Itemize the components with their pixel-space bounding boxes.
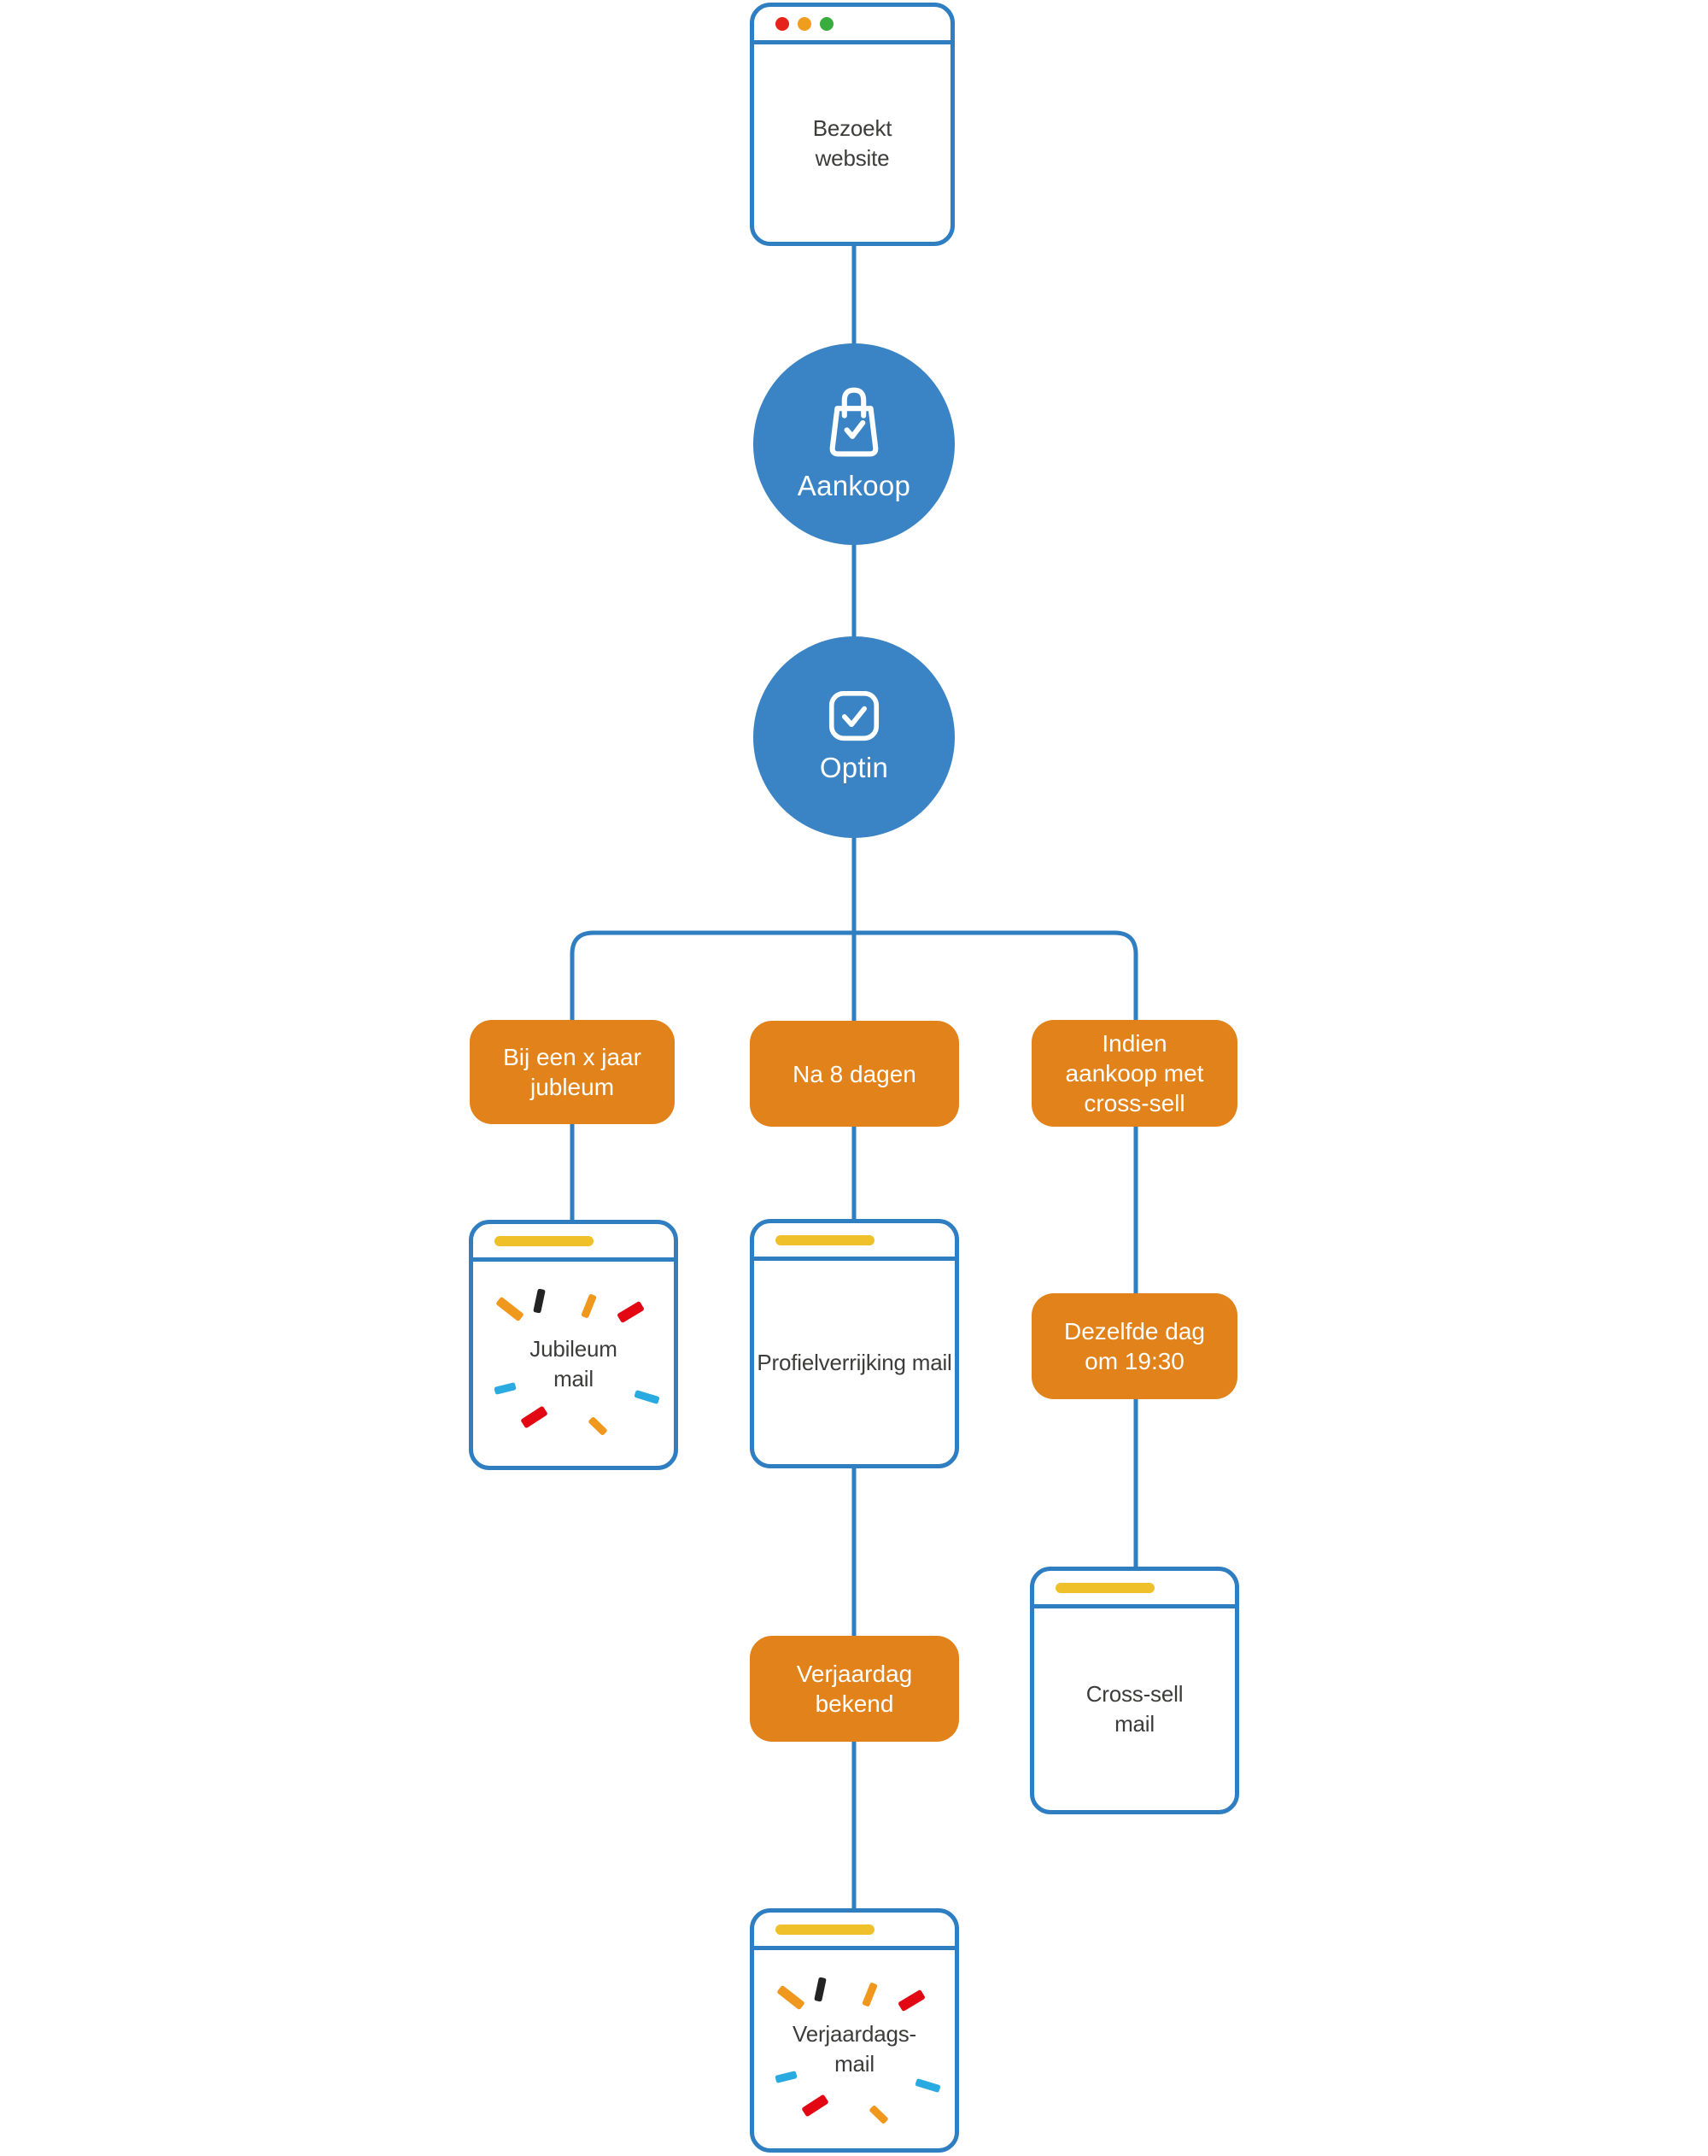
browser-titlebar <box>1034 1571 1235 1608</box>
condition-cross-sell-label: Indien aankoop met cross-sell <box>1065 1030 1204 1116</box>
condition-verjaardag-bekend-label: Verjaardag bekend <box>796 1661 913 1717</box>
node-profielverrijking-mail-label: Profielverrijking mail <box>757 1349 952 1375</box>
confetti-icon <box>634 1389 660 1405</box>
address-bar <box>775 1234 874 1245</box>
confetti-icon <box>862 1982 878 2007</box>
node-jubileum-mail: Jubileum mail <box>469 1220 678 1470</box>
browser-titlebar <box>754 7 951 44</box>
condition-jubileum: Bij een x jaar jubleum <box>470 1020 675 1124</box>
node-visit-website-label: Bezoekt website <box>812 114 892 171</box>
window-dot-green-icon <box>820 16 834 31</box>
condition-na-8-dagen: Na 8 dagen <box>750 1021 959 1127</box>
address-bar <box>775 1924 874 1935</box>
node-aankoop: Aankoop <box>753 343 955 545</box>
confetti-icon <box>776 1984 805 2011</box>
confetti-icon <box>898 1989 926 2012</box>
confetti-icon <box>581 1293 597 1319</box>
confetti-icon <box>775 2071 798 2083</box>
node-jubileum-mail-label: Jubileum mail <box>529 1335 617 1391</box>
confetti-icon <box>533 1288 546 1314</box>
node-visit-website: Bezoekt website <box>750 3 955 246</box>
node-cross-sell-mail: Cross-sell mail <box>1030 1567 1239 1814</box>
confetti-icon <box>801 2094 829 2118</box>
node-optin: Optin <box>753 636 955 838</box>
confetti-icon <box>814 1977 827 2002</box>
confetti-icon <box>495 1296 524 1322</box>
checkbox-check-icon <box>828 690 880 741</box>
node-cross-sell-mail-label: Cross-sell mail <box>1085 1681 1184 1737</box>
browser-titlebar <box>754 1913 955 1950</box>
condition-dezelfde-dag: Dezelfde dag om 19:30 <box>1032 1293 1237 1399</box>
condition-dezelfde-dag-label: Dezelfde dag om 19:30 <box>1063 1318 1205 1374</box>
node-optin-label: Optin <box>819 752 889 783</box>
condition-jubileum-label: Bij een x jaar jubleum <box>503 1044 641 1100</box>
node-aankoop-label: Aankoop <box>797 470 911 501</box>
condition-verjaardag-bekend: Verjaardag bekend <box>750 1636 959 1742</box>
browser-titlebar <box>754 1223 955 1261</box>
window-dot-orange-icon <box>798 16 811 31</box>
shopping-bag-check-icon <box>829 387 879 457</box>
confetti-icon <box>494 1382 517 1395</box>
confetti-icon <box>869 2104 889 2125</box>
address-bar <box>1056 1582 1155 1593</box>
window-dot-red-icon <box>775 16 789 31</box>
confetti-icon <box>520 1405 548 1429</box>
address-bar <box>494 1235 594 1246</box>
confetti-icon <box>588 1415 608 1437</box>
browser-titlebar <box>473 1224 674 1262</box>
condition-cross-sell: Indien aankoop met cross-sell <box>1032 1020 1237 1127</box>
node-profielverrijking-mail: Profielverrijking mail <box>750 1219 959 1468</box>
node-verjaardags-mail: Verjaardags-mail <box>750 1908 959 2153</box>
confetti-icon <box>617 1300 645 1324</box>
confetti-icon <box>915 2077 941 2094</box>
condition-na-8-dagen-label: Na 8 dagen <box>793 1060 916 1087</box>
node-verjaardags-mail-label: Verjaardags-mail <box>792 2021 917 2077</box>
